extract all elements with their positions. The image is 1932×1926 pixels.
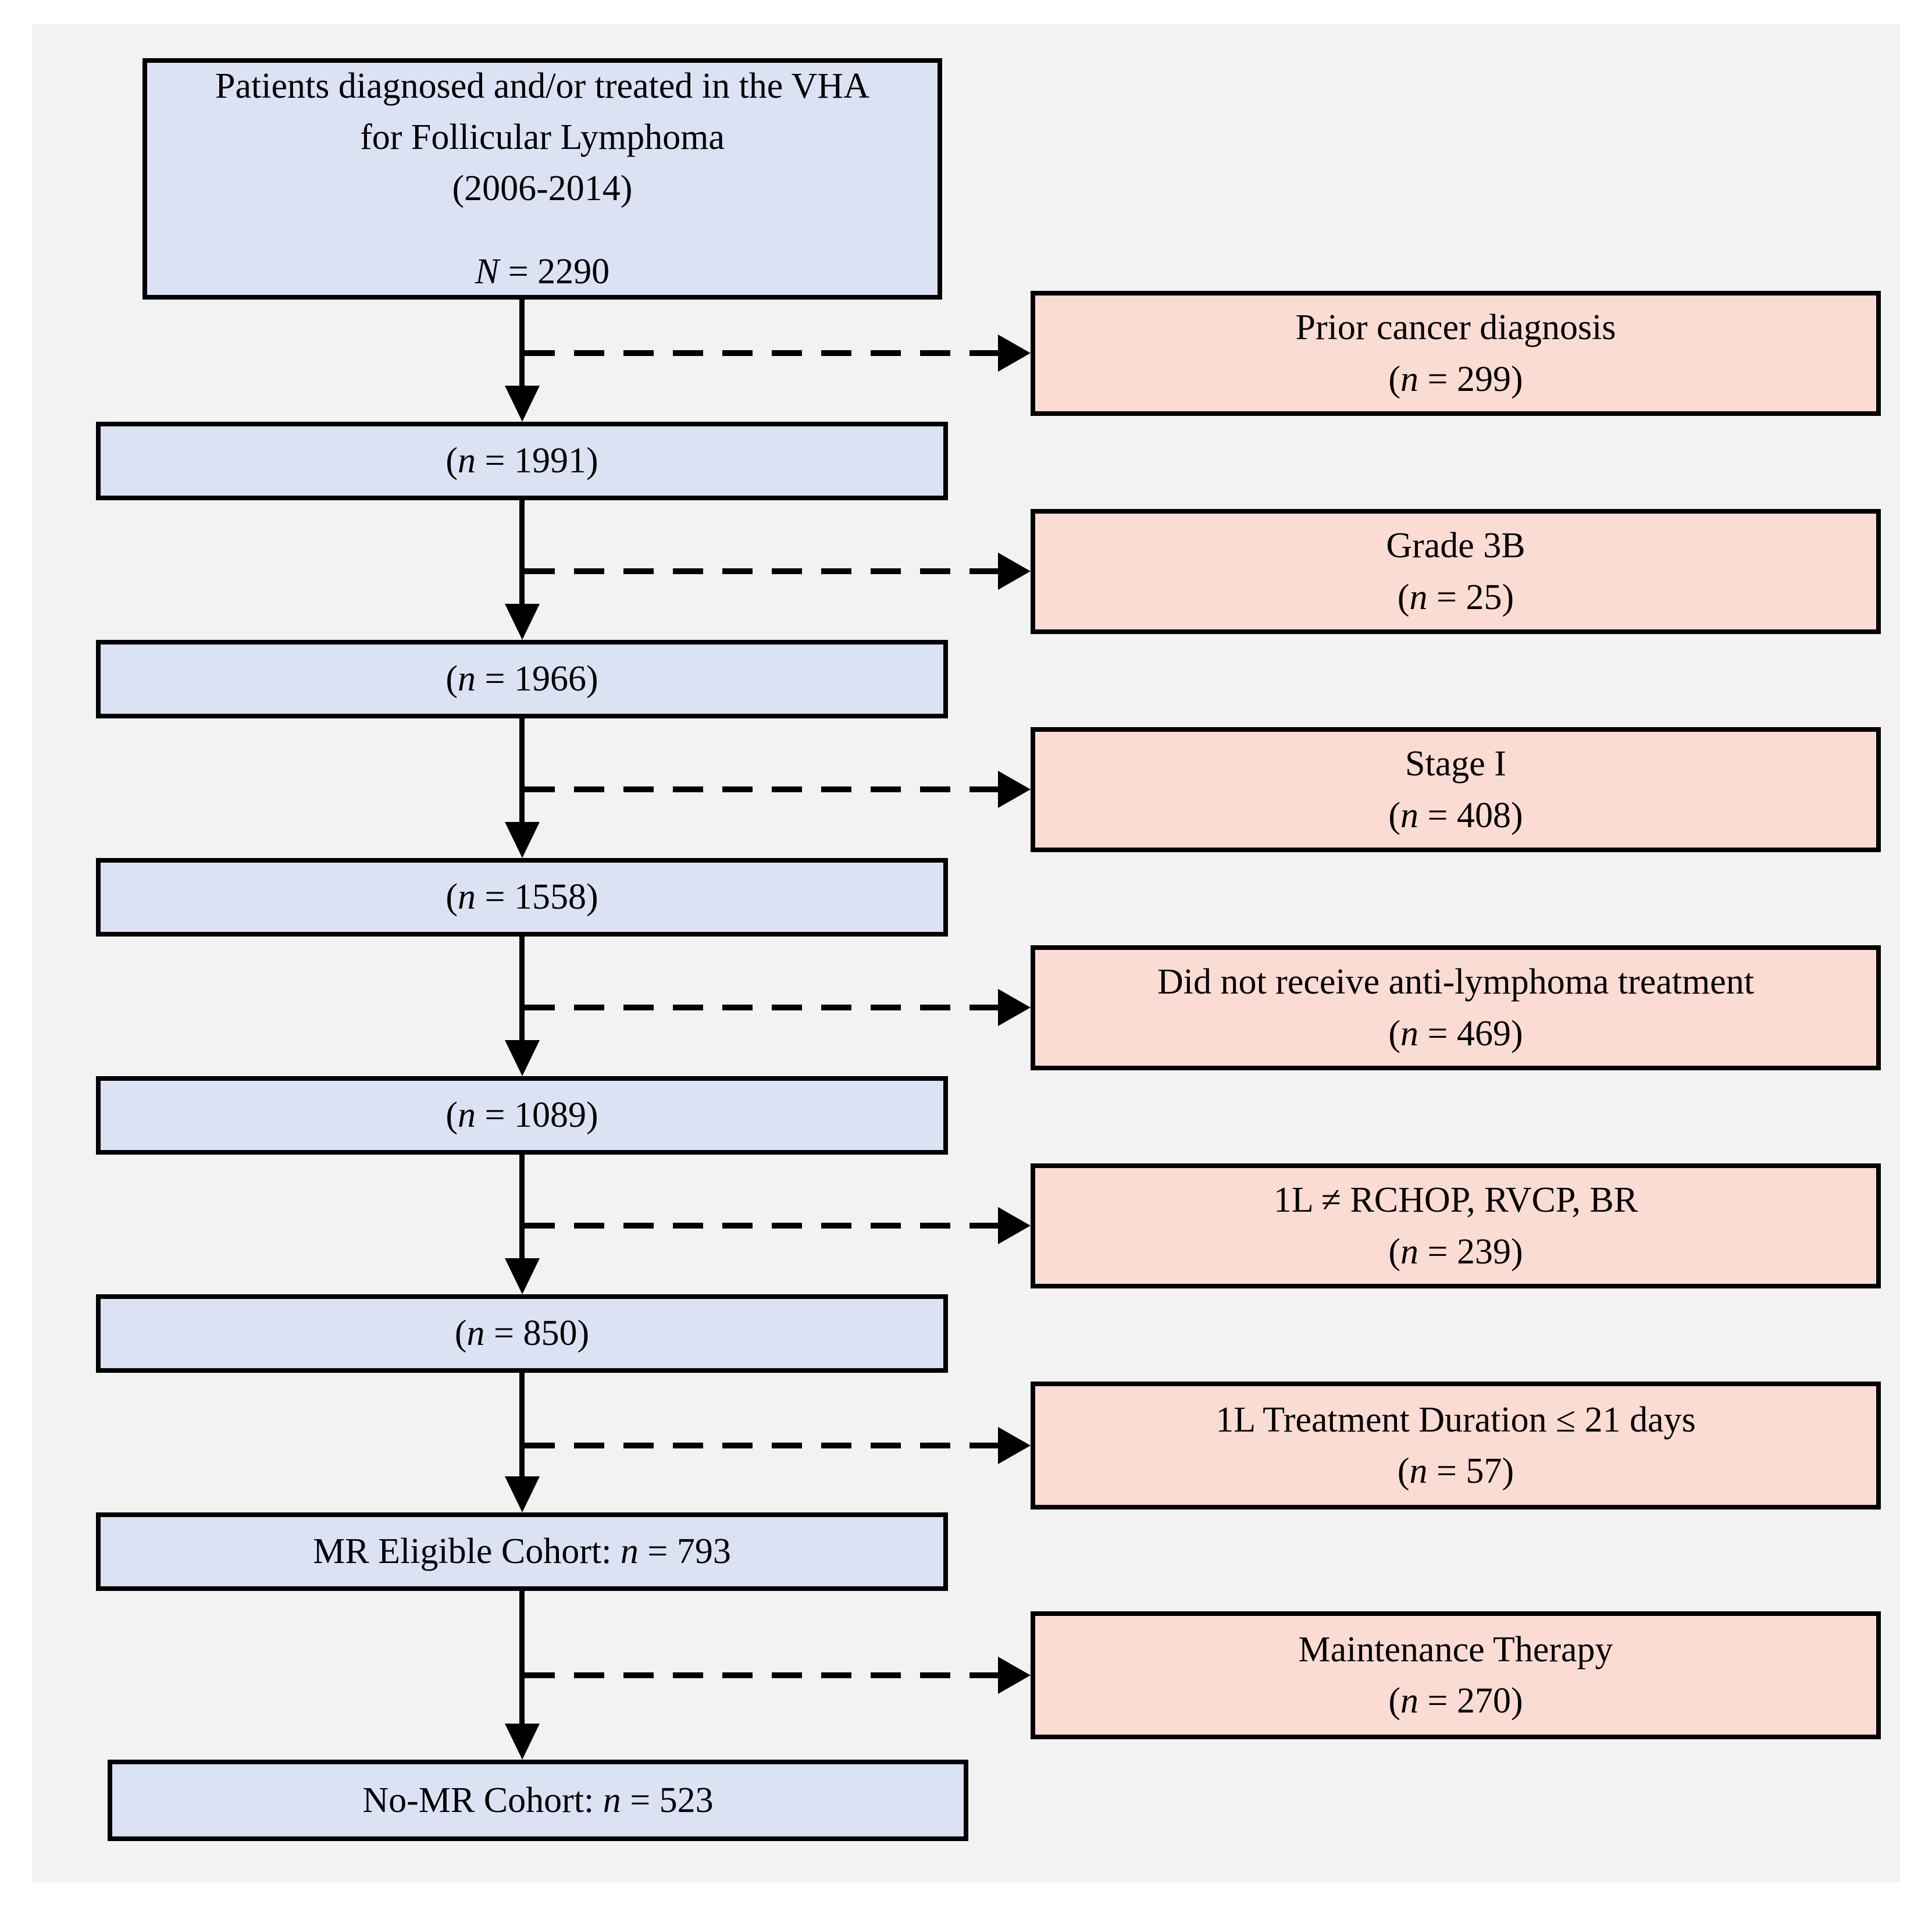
down-arrowhead-7 [505,1724,540,1760]
dashed-arrow-4 [525,1005,998,1010]
box-line: (n = 239) [1388,1231,1523,1272]
down-arrowhead-6 [505,1476,540,1512]
right-arrowhead-4 [998,989,1031,1026]
right-arrowhead-6 [998,1427,1031,1464]
down-arrow-3 [519,718,525,826]
box-line: (n = 1966) [445,659,598,699]
box-line: (n = 299) [1388,359,1523,399]
box-no-anti-lymphoma-treatment: Did not receive anti-lymphoma treatment … [1031,945,1881,1070]
box-line: (2006-2014) [452,169,633,208]
box-line: Maintenance Therapy [1298,1629,1613,1669]
right-arrowhead-3 [998,771,1031,808]
box-n-1966: (n = 1966) [96,640,948,718]
box-initial-cohort: Patients diagnosed and/or treated in the… [142,58,942,300]
box-n-850: (n = 850) [96,1294,948,1373]
box-line: (n = 1558) [445,877,598,917]
box-line: MR Eligible Cohort: n = 793 [313,1532,731,1572]
dashed-arrow-3 [525,786,998,792]
box-prior-cancer-diagnosis: Prior cancer diagnosis (n = 299) [1031,291,1881,416]
box-line: Grade 3B [1386,526,1525,566]
box-line: (n = 850) [454,1313,590,1354]
down-arrowhead-4 [505,1040,540,1076]
down-arrow-4 [519,937,525,1044]
box-maintenance-therapy: Maintenance Therapy (n = 270) [1031,1611,1881,1739]
down-arrowhead-3 [505,822,540,858]
down-arrow-5 [519,1155,525,1262]
box-line: (n = 469) [1388,1013,1523,1053]
right-arrowhead-1 [998,334,1031,372]
right-arrowhead-2 [998,553,1031,590]
dashed-arrow-6 [525,1443,998,1448]
down-arrow-1 [519,300,525,390]
right-arrowhead-7 [998,1657,1031,1694]
box-line: (n = 1089) [445,1095,598,1135]
down-arrowhead-5 [505,1258,540,1294]
box-line: (n = 408) [1388,795,1523,835]
box-1l-regimen-exclusion: 1L ≠ RCHOP, RVCP, BR (n = 239) [1031,1163,1881,1288]
box-line: for Follicular Lymphoma [360,117,725,157]
box-no-mr-cohort: No-MR Cohort: n = 523 [108,1760,968,1841]
box-line: Prior cancer diagnosis [1295,308,1616,348]
box-line: 1L ≠ RCHOP, RVCP, BR [1273,1180,1638,1220]
box-line: (n = 25) [1397,577,1514,617]
box-line: 1L Treatment Duration ≤ 21 days [1215,1400,1696,1440]
box-1l-duration-exclusion: 1L Treatment Duration ≤ 21 days (n = 57) [1031,1382,1881,1510]
box-grade-3b: Grade 3B (n = 25) [1031,509,1881,634]
box-line: (n = 57) [1397,1451,1514,1491]
box-n-1558: (n = 1558) [96,858,948,937]
dashed-arrow-2 [525,568,998,574]
box-line: Stage I [1405,744,1506,784]
dashed-arrow-1 [525,350,998,356]
box-line: Patients diagnosed and/or treated in the… [215,66,869,106]
right-arrowhead-5 [998,1207,1031,1244]
box-line: No-MR Cohort: n = 523 [362,1780,714,1820]
dashed-arrow-7 [525,1672,998,1678]
down-arrow-6 [519,1373,525,1480]
box-line: (n = 270) [1388,1681,1523,1721]
box-line: (n = 1991) [445,441,598,481]
box-mr-eligible-cohort: MR Eligible Cohort: n = 793 [96,1512,948,1591]
box-line-n-total: N = 2290 [475,252,610,292]
box-n-1089: (n = 1089) [96,1076,948,1155]
box-line: Did not receive anti-lymphoma treatment [1157,962,1755,1002]
dashed-arrow-5 [525,1223,998,1229]
down-arrowhead-1 [505,386,540,422]
down-arrow-7 [519,1591,525,1728]
down-arrow-2 [519,500,525,608]
box-stage-i: Stage I (n = 408) [1031,727,1881,852]
down-arrowhead-2 [505,604,540,640]
box-n-1991: (n = 1991) [96,422,948,500]
